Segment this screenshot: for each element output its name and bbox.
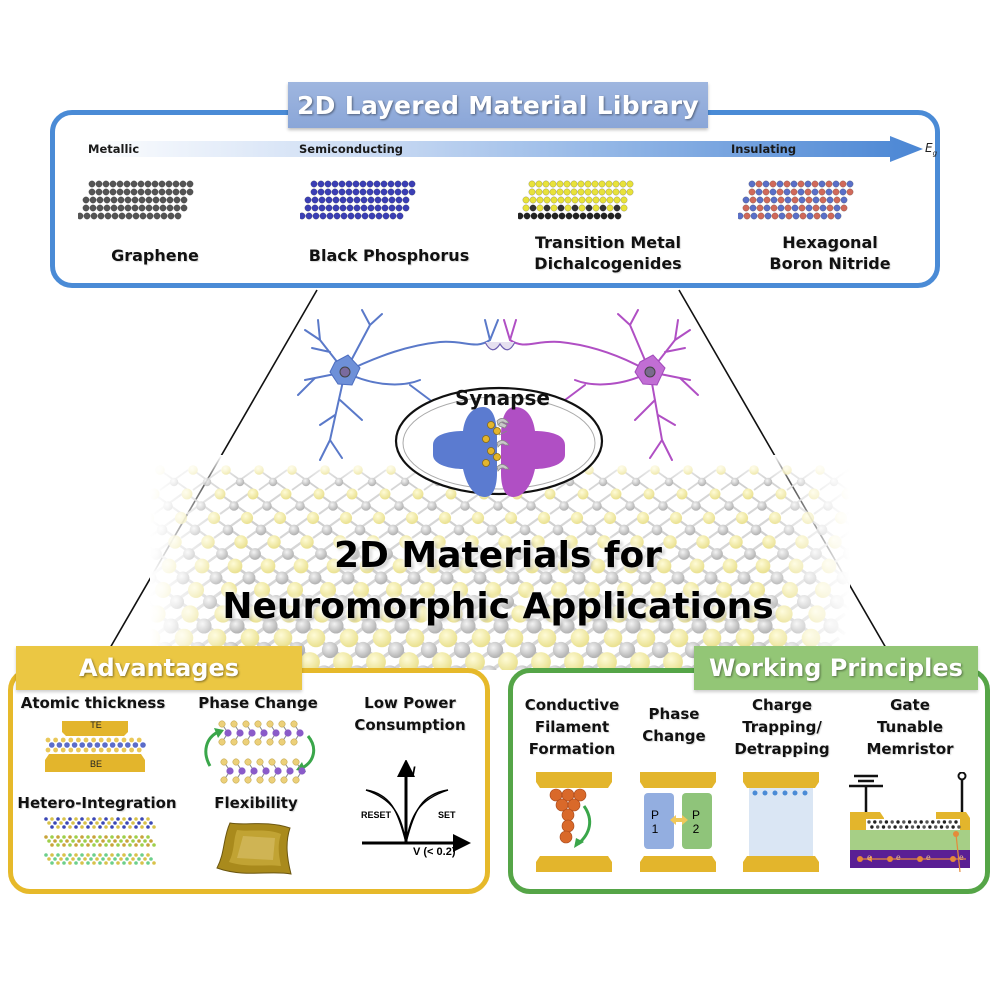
presynaptic-terminal [433, 407, 497, 497]
postsynaptic-nucleus [644, 366, 656, 378]
flexible-sheet-icon [216, 822, 292, 875]
bandgap-symbol: E [925, 141, 933, 155]
principle-line: Phase [648, 705, 700, 723]
band-label-metallic: Metallic [88, 142, 140, 156]
electron-label-1: e [867, 853, 872, 862]
advantage-phase-change: Phase Change [198, 694, 318, 712]
atomic-thickness-device-icon [45, 721, 146, 772]
iv-current-label: I [412, 764, 416, 778]
electron-label-3: e [926, 853, 931, 862]
material-name: Graphene [111, 246, 199, 265]
band-label-semiconducting: Semiconducting [299, 142, 404, 156]
principle-charge-trapping: Charge Trapping/ Detrapping [732, 694, 832, 760]
phase-change-structure-icon [204, 720, 316, 784]
principle-line: Tunable [876, 718, 944, 736]
advantage-atomic-thickness: Atomic thickness [20, 694, 166, 712]
black-phosphorus-lattice-icon [300, 180, 416, 220]
hetero-integration-stack-icon [44, 817, 156, 865]
axon-terminal-contact [484, 341, 516, 351]
principle-line: Filament [534, 718, 610, 736]
electron-label-4: e [959, 853, 964, 862]
material-library-title: 2D Layered Material Library [288, 82, 708, 128]
synapse-inner-ring [402, 396, 596, 490]
synapse-diagram [394, 386, 604, 497]
principle-phase-change: Phase Change [634, 703, 714, 747]
advantages-title: Advantages [16, 646, 302, 690]
principle-line: Trapping/ [742, 718, 822, 736]
neurotransmitter-vesicles [482, 421, 501, 467]
center-title-line1: 2D Materials for [333, 535, 663, 576]
principle-line: Formation [528, 740, 616, 758]
iv-set-curve-inner [405, 789, 449, 844]
iv-reset-curve-inner [365, 789, 407, 844]
principle-line: Detrapping [734, 740, 830, 758]
iv-voltage-label: V (< 0.2) [413, 846, 456, 858]
principle-line: Conductive [524, 696, 620, 714]
material-name: Black Phosphorus [308, 246, 470, 265]
bandgap-arrow [80, 136, 923, 162]
material-label-graphene: Graphene [90, 245, 220, 266]
principle-line: Change [642, 727, 706, 745]
graphene-lattice-icon [78, 180, 194, 220]
bandgap-subscript: g [932, 149, 938, 158]
bandgap-axis-label: Eg [925, 141, 937, 157]
material-label-black-phosphorus: Black Phosphorus [304, 245, 474, 266]
material-name-line1: Hexagonal [782, 233, 878, 252]
bottom-electrode-label: BE [89, 759, 102, 769]
principle-line: Charge [751, 696, 813, 714]
iv-set-label: SET [438, 810, 456, 820]
gate-tunable-memristor-icon [849, 772, 970, 872]
phase-p1-number: 1 [651, 822, 659, 836]
advantage-hetero-integration: Hetero-Integration [17, 794, 177, 812]
lattice-atoms [78, 180, 194, 220]
presynaptic-nucleus [339, 366, 351, 378]
principle-conductive-filament: Conductive Filament Formation [520, 694, 624, 760]
top-electrode-label: TE [90, 720, 102, 730]
postsynaptic-terminal [501, 407, 565, 497]
material-name-line2: Dichalcogenides [534, 254, 682, 273]
phase-p2-number: 2 [692, 822, 700, 836]
center-title-line2: Neuromorphic Applications [222, 586, 774, 627]
charge-trapping-device-icon [743, 772, 819, 872]
advantage-flexibility: Flexibility [214, 794, 298, 812]
lattice-atoms [738, 180, 854, 220]
principle-line: Memristor [866, 740, 954, 758]
synapse-label: Synapse [455, 386, 550, 410]
phase-change-device-icon [640, 772, 716, 872]
principle-line: Gate [890, 696, 930, 714]
phase-p2-letter: P [691, 808, 700, 822]
iv-curve-plot [362, 760, 471, 852]
material-name-line2: Boron Nitride [769, 254, 891, 273]
phase-p1-letter: P [650, 808, 659, 822]
lattice-atoms [300, 180, 416, 220]
hbn-lattice-icon [738, 180, 854, 220]
principle-gate-tunable-memristor: Gate Tunable Memristor [860, 694, 960, 760]
lattice-atoms [518, 180, 634, 220]
working-principles-title: Working Principles [694, 646, 978, 690]
advantage-low-power-line1: Low Power [364, 694, 456, 712]
presynaptic-neuron-icon [297, 309, 499, 461]
tmd-lattice-icon [518, 180, 634, 220]
neuron-pair-illustration [297, 309, 699, 461]
conductive-filament-icon [536, 772, 612, 872]
material-name-line1: Transition Metal [534, 233, 682, 252]
iv-reset-label: RESET [361, 810, 392, 820]
band-label-insulating: Insulating [731, 142, 797, 156]
receptor-icons [496, 418, 510, 472]
electron-label-2: e [896, 853, 901, 862]
advantage-low-power-line2: Consumption [354, 716, 466, 734]
